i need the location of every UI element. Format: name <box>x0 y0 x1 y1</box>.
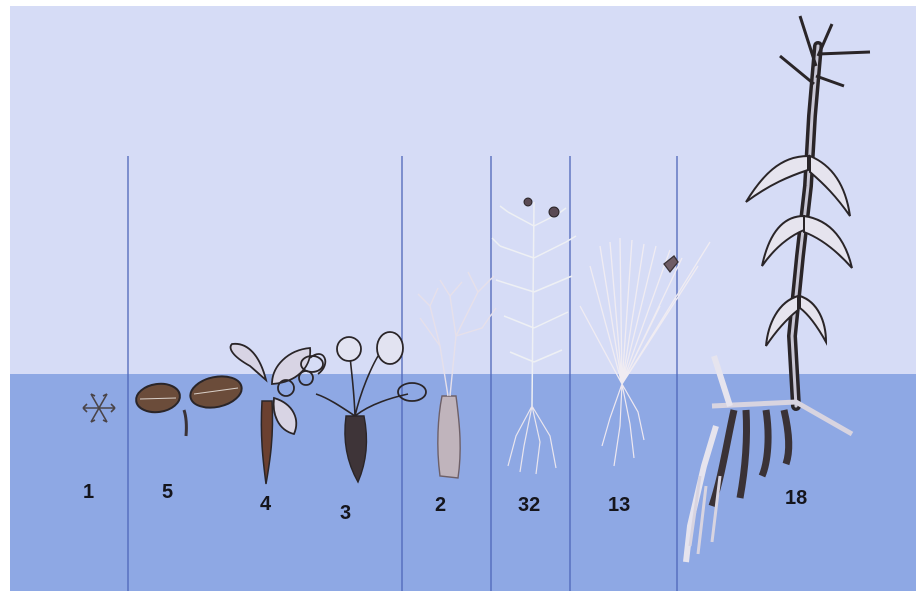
plant-label-32: 32 <box>518 495 540 515</box>
fine-branched-plant <box>418 272 496 478</box>
young-plant-with-taproot <box>231 344 326 484</box>
plant-label-5: 5 <box>162 482 173 502</box>
plant-label-18: 18 <box>785 488 807 508</box>
corn-plant <box>686 16 870 562</box>
plant-label-3: 3 <box>340 503 351 523</box>
plant-label-13: 13 <box>608 495 630 515</box>
column-dividers <box>128 156 677 591</box>
plant-label-2: 2 <box>435 495 446 515</box>
grass-plant <box>580 238 710 466</box>
diagram-art <box>10 6 916 591</box>
snowflake-icon <box>83 394 115 422</box>
plant-label-1: 1 <box>83 482 94 502</box>
conifer-seedling <box>492 198 576 474</box>
seedling-two-leaves <box>134 372 244 436</box>
snow-depth-diagram: 1 5 4 3 2 32 13 18 <box>10 6 916 591</box>
plant-label-4: 4 <box>260 494 271 514</box>
